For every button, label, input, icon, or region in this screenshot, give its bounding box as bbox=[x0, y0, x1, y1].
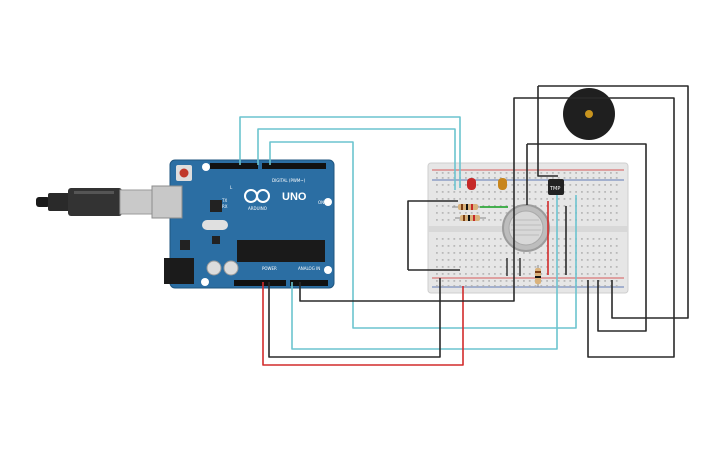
board-brand: ARDUINO bbox=[248, 206, 267, 211]
l-label: L bbox=[230, 185, 233, 190]
temperature-sensor: TMP bbox=[548, 179, 564, 195]
orange-led bbox=[498, 178, 507, 190]
resistor-3 bbox=[535, 265, 541, 287]
power-label: POWER bbox=[262, 266, 277, 271]
arduino-uno-board[interactable]: UNO ARDUINO DIGITAL (PWM~) POWER ANALOG … bbox=[151, 159, 335, 289]
wire-black-5 bbox=[537, 86, 558, 177]
arduino-logo bbox=[244, 189, 270, 203]
wire-teal-4 bbox=[291, 195, 558, 350]
wire-black-6 bbox=[538, 85, 689, 319]
piezo-buzzer bbox=[563, 88, 615, 140]
wire-black-1 bbox=[268, 278, 441, 358]
wire-teal-3 bbox=[269, 141, 577, 329]
gas-sensor bbox=[502, 204, 550, 252]
wire-teal-1 bbox=[239, 116, 461, 188]
board-model: UNO bbox=[282, 191, 307, 203]
sensor-label: TMP bbox=[549, 186, 560, 192]
tx-label: TX bbox=[221, 198, 227, 203]
breadboard-holes bbox=[436, 172, 618, 287]
wire-teal-2 bbox=[257, 128, 456, 190]
wires bbox=[239, 85, 689, 366]
digital-label: DIGITAL (PWM~) bbox=[272, 178, 306, 183]
on-label: ON bbox=[318, 200, 324, 205]
analog-label: ANALOG IN bbox=[298, 266, 320, 271]
wire-red-1 bbox=[262, 282, 464, 366]
resistor-1 bbox=[452, 204, 484, 210]
rx-label: RX bbox=[222, 204, 228, 209]
wire-black-2 bbox=[299, 97, 675, 358]
resistor-2 bbox=[455, 215, 486, 221]
wire-black-7 bbox=[527, 143, 647, 332]
red-led bbox=[467, 178, 476, 190]
wire-black-3 bbox=[407, 200, 458, 270]
usb-cable bbox=[36, 188, 157, 216]
